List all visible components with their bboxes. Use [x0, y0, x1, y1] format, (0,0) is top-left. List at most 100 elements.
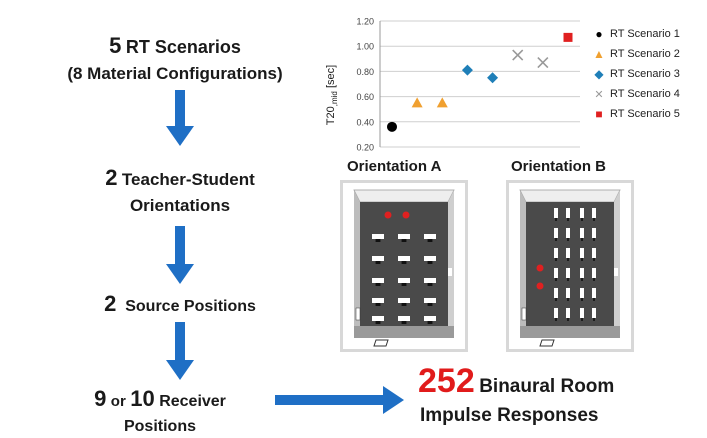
desk	[424, 298, 436, 303]
chair	[593, 218, 595, 221]
desk	[566, 208, 570, 218]
chair	[555, 258, 557, 261]
desk	[566, 228, 570, 238]
chair	[555, 218, 557, 221]
chair	[581, 238, 583, 241]
legend-item: ◆ RT Scenario 3	[592, 66, 680, 82]
teacher-student-label: Teacher-Student	[121, 170, 255, 189]
right-arrow	[275, 386, 404, 414]
chair	[555, 238, 557, 241]
chair	[567, 298, 569, 301]
step-receiver-positions: 9 or 10 Receiver Positions	[40, 383, 280, 438]
source-marker-a1	[384, 211, 392, 219]
chair	[401, 239, 407, 242]
step-rt-scenarios: 5 RT Scenarios (8 Material Configuration…	[30, 30, 320, 87]
desk	[554, 308, 558, 318]
source-marker-a2	[402, 211, 410, 219]
legend-marker-icon: ◆	[594, 67, 604, 81]
desk	[424, 234, 436, 239]
y-tick-label: 1.00	[356, 42, 374, 52]
desk	[592, 208, 596, 218]
chair	[581, 298, 583, 301]
chair	[593, 238, 595, 241]
chair	[593, 298, 595, 301]
desk	[424, 256, 436, 261]
chair	[567, 278, 569, 281]
data-point	[411, 97, 423, 108]
legend-item: ▲ RT Scenario 2	[592, 46, 680, 62]
chair	[375, 261, 381, 264]
orientation-count: 2	[105, 165, 118, 190]
desk	[372, 256, 384, 261]
desk	[566, 268, 570, 278]
desks-a	[372, 234, 436, 324]
y-tick-label: 0.40	[356, 117, 374, 127]
orientation-a-title: Orientation A	[347, 158, 442, 175]
desk	[580, 268, 584, 278]
desk	[566, 248, 570, 258]
legend-label: RT Scenario 3	[610, 68, 680, 80]
chair	[375, 303, 381, 306]
source-positions-label: Source Positions	[125, 298, 256, 315]
receiver-or: or	[110, 393, 126, 410]
desk	[566, 308, 570, 318]
data-point	[487, 72, 499, 84]
desk	[554, 248, 558, 258]
desk	[592, 308, 596, 318]
result-count: 252	[418, 362, 475, 400]
chair	[593, 278, 595, 281]
chair	[593, 318, 595, 321]
chair	[427, 321, 433, 324]
y-tick-label: 0.60	[356, 92, 374, 102]
desk	[372, 316, 384, 321]
desks-b	[554, 208, 596, 321]
step-source-positions: 2 Source Positions	[60, 288, 300, 320]
y-tick-label: 0.80	[356, 67, 374, 77]
desk	[372, 234, 384, 239]
legend-label: RT Scenario 2	[610, 48, 680, 60]
chair	[427, 303, 433, 306]
desk	[580, 208, 584, 218]
result-block: 252 Binaural Room Impulse Responses	[418, 362, 688, 427]
chair	[555, 298, 557, 301]
legend-item: ■RT Scenario 5	[592, 106, 680, 122]
chair	[593, 258, 595, 261]
source-marker-b1	[536, 264, 544, 272]
data-point	[512, 49, 524, 61]
chair	[375, 239, 381, 242]
chair	[567, 258, 569, 261]
receiver-count-min: 9	[94, 386, 107, 411]
legend-label: RT Scenario 4	[610, 88, 680, 100]
desk	[580, 288, 584, 298]
source-position-count: 2	[104, 291, 117, 316]
desk	[398, 316, 410, 321]
data-point	[537, 57, 549, 69]
chair	[581, 218, 583, 221]
chair	[555, 278, 557, 281]
receiver-positions-label: Positions	[123, 417, 196, 435]
result-line2: Impulse Responses	[420, 405, 599, 426]
chair	[375, 283, 381, 286]
chair	[427, 261, 433, 264]
chair	[427, 283, 433, 286]
legend-marker-icon: ■	[595, 107, 603, 121]
desk	[398, 234, 410, 239]
receiver-label: Receiver	[159, 393, 226, 410]
chair	[581, 258, 583, 261]
rt-scenarios-label: RT Scenarios	[125, 37, 241, 57]
desk	[580, 228, 584, 238]
chair	[581, 278, 583, 281]
chair	[401, 283, 407, 286]
chair	[555, 318, 557, 321]
source-marker-b2	[536, 282, 544, 290]
legend-item: ✕RT Scenario 4	[592, 86, 680, 102]
data-point	[563, 32, 573, 42]
data-point	[461, 64, 473, 76]
data-point	[387, 121, 397, 132]
y-tick-label: 1.20	[356, 17, 374, 27]
material-config-label: (8 Material Configurations)	[67, 63, 283, 83]
chair	[581, 318, 583, 321]
desk	[424, 316, 436, 321]
legend-marker-icon: ▲	[593, 47, 605, 61]
down-arrow-3	[166, 322, 194, 380]
